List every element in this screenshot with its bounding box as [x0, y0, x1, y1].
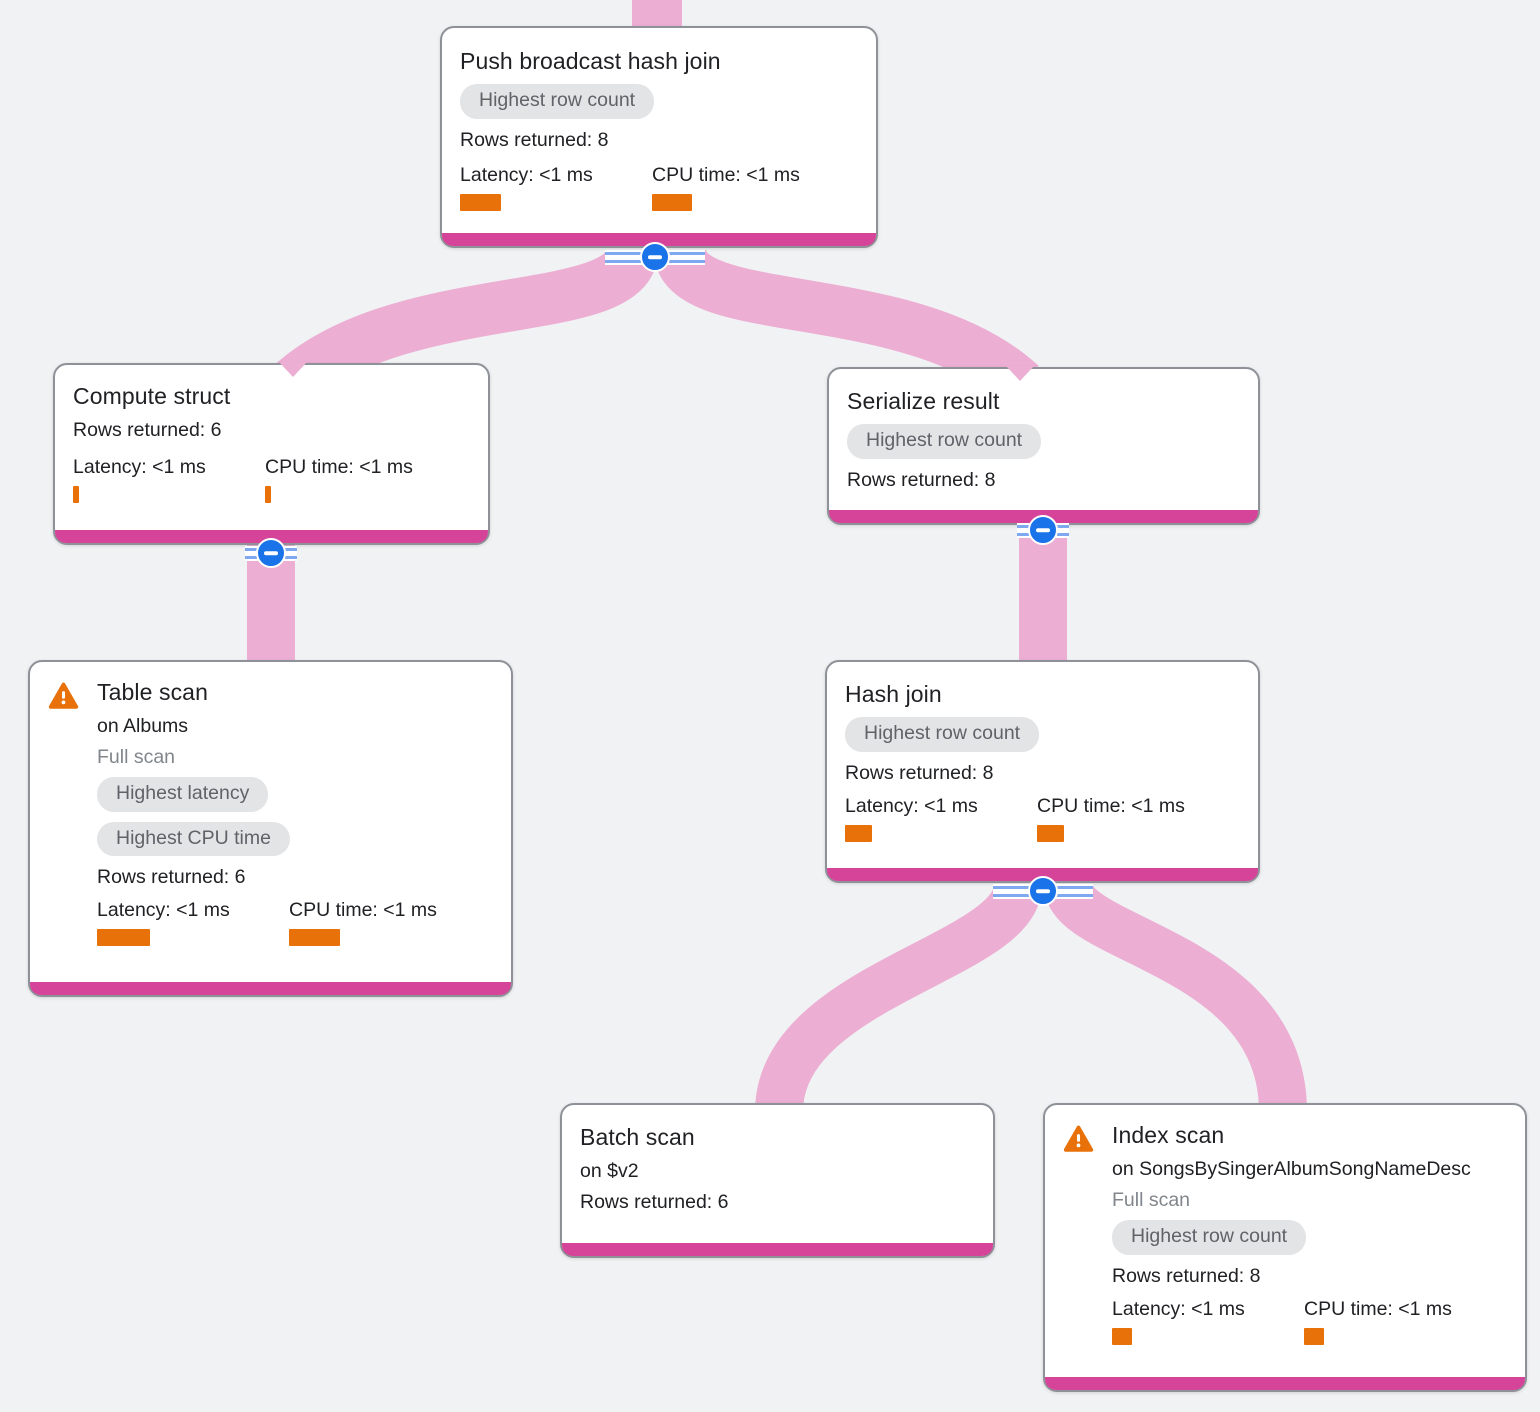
cpu-time-bar	[1037, 824, 1064, 842]
latency-label: Latency: <1 ms	[97, 899, 230, 921]
edge-hash-join-to-index-scan	[1044, 880, 1307, 1114]
latency-label: Latency: <1 ms	[1112, 1297, 1245, 1320]
collapse-button-serialize-result[interactable]	[1017, 515, 1069, 545]
latency-label: Latency: <1 ms	[845, 794, 978, 817]
badge-highest-row-count: Highest row count	[847, 424, 1042, 459]
minus-icon	[640, 242, 670, 272]
minus-icon	[256, 538, 286, 568]
rows-returned: Rows returned: 8	[1112, 1264, 1261, 1287]
rows-returned: Rows returned: 8	[460, 128, 609, 151]
node-compute-struct[interactable]: Compute struct Rows returned: 6 Latency:…	[53, 363, 490, 545]
minus-icon	[1028, 876, 1058, 906]
cpu-time-label: CPU time: <1 ms	[652, 163, 800, 186]
node-title: Serialize result	[847, 388, 1000, 414]
edge-push-to-serialize-result	[654, 246, 1039, 405]
node-title: Compute struct	[73, 383, 231, 409]
scan-target: on Albums	[97, 715, 189, 737]
latency-bar	[460, 193, 501, 211]
node-footer-bar	[827, 868, 1258, 881]
cpu-time-label: CPU time: <1 ms	[1037, 794, 1185, 817]
rows-returned: Rows returned: 6	[580, 1191, 729, 1213]
node-push-broadcast-hash-join[interactable]: Push broadcast hash join Highest row cou…	[440, 26, 878, 248]
cpu-time-bar	[289, 929, 340, 946]
latency-label: Latency: <1 ms	[460, 163, 593, 186]
cpu-time-label: CPU time: <1 ms	[1304, 1297, 1452, 1320]
latency-label: Latency: <1 ms	[73, 456, 206, 478]
rows-returned: Rows returned: 6	[73, 419, 222, 441]
badge-highest-row-count: Highest row count	[845, 717, 1040, 752]
cpu-time-bar	[652, 193, 692, 211]
node-footer-bar	[30, 982, 511, 995]
latency-bar	[73, 486, 79, 503]
node-serialize-result[interactable]: Serialize result Highest row count Rows …	[827, 367, 1260, 525]
scan-type: Full scan	[1112, 1189, 1191, 1211]
node-footer-bar	[55, 530, 488, 543]
node-title: Table scan	[97, 679, 208, 705]
rows-returned: Rows returned: 6	[97, 866, 246, 888]
node-table-scan[interactable]: Table scan on Albums Full scan Highest l…	[28, 660, 513, 997]
collapse-button-push-broadcast-hash-join[interactable]	[605, 242, 705, 272]
rows-returned: Rows returned: 8	[847, 468, 996, 491]
node-footer-bar	[562, 1243, 993, 1256]
node-footer-bar	[442, 233, 876, 246]
node-title: Hash join	[845, 681, 942, 707]
node-index-scan[interactable]: Index scan on SongsBySingerAlbumSongName…	[1043, 1103, 1527, 1392]
rows-returned: Rows returned: 8	[845, 761, 994, 784]
warning-icon	[1063, 1122, 1112, 1153]
badge-highest-latency: Highest latency	[97, 777, 269, 812]
node-footer-bar	[1045, 1377, 1525, 1390]
cpu-time-label: CPU time: <1 ms	[289, 899, 437, 921]
collapse-button-compute-struct[interactable]	[245, 538, 297, 568]
minus-icon	[1028, 515, 1058, 545]
cpu-time-bar	[1304, 1327, 1324, 1345]
cpu-time-bar	[265, 486, 271, 503]
badge-highest-row-count: Highest row count	[1112, 1220, 1307, 1255]
badge-highest-row-count: Highest row count	[460, 84, 655, 119]
node-title: Push broadcast hash join	[460, 48, 721, 74]
latency-bar	[845, 824, 872, 842]
badge-highest-cpu-time: Highest CPU time	[97, 821, 290, 856]
scan-target: on $v2	[580, 1160, 639, 1182]
latency-bar	[97, 929, 150, 946]
warning-icon	[48, 679, 97, 710]
node-hash-join[interactable]: Hash join Highest row count Rows returne…	[825, 660, 1260, 883]
edge-hash-join-to-batch-scan	[755, 881, 1042, 1114]
scan-type: Full scan	[97, 746, 176, 768]
node-batch-scan[interactable]: Batch scan on $v2 Rows returned: 6	[560, 1103, 995, 1258]
scan-target: on SongsBySingerAlbumSongNameDesc	[1112, 1158, 1471, 1180]
node-title: Batch scan	[580, 1124, 695, 1150]
cpu-time-label: CPU time: <1 ms	[265, 456, 413, 478]
collapse-button-hash-join[interactable]	[993, 876, 1093, 906]
node-title: Index scan	[1112, 1122, 1225, 1148]
latency-bar	[1112, 1327, 1132, 1345]
